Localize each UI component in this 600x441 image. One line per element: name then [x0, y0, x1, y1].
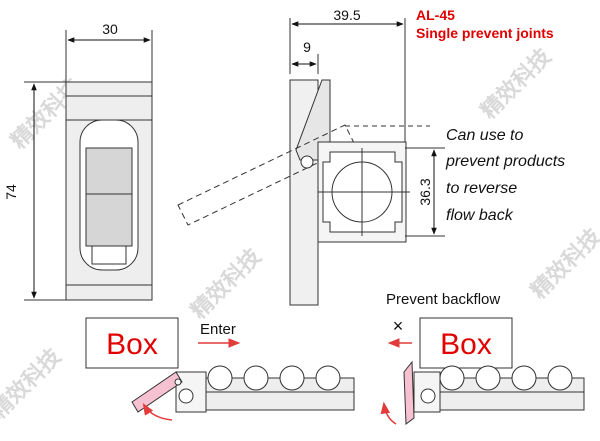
watermark-text: 精效科技 [0, 343, 67, 424]
stopper-lower [85, 193, 133, 247]
box-right [419, 317, 513, 369]
model-title: AL-45 [416, 7, 455, 23]
prevent-backflow-label: Prevent backflow [386, 291, 500, 308]
width-dimension: 30 [102, 21, 118, 37]
flap-upright [295, 79, 331, 161]
scene-prevent [380, 317, 585, 425]
note-line-2: prevent products [445, 153, 565, 170]
flap-pink-tilted [131, 371, 183, 413]
pivot-pin [300, 155, 314, 169]
blocked-cross-icon: × [393, 316, 404, 336]
enter-label: Enter [200, 321, 236, 338]
rotate-arrow-left [142, 402, 173, 421]
scene-enter [85, 317, 355, 421]
stopper-upper [85, 147, 133, 195]
height-dimension: 74 [3, 184, 19, 200]
flap-pink-upright [403, 360, 415, 425]
box-left-label: Box [106, 328, 158, 361]
note-line-4: flow back [446, 207, 514, 224]
front-view [24, 30, 153, 301]
box-right-label: Box [440, 328, 492, 361]
offset-dimension: 9 [303, 39, 311, 55]
note-line-3: to reverse [446, 180, 517, 197]
rotate-arrow-right [380, 401, 397, 425]
watermark-text: 精效科技 [476, 43, 557, 124]
stopper-foot [91, 245, 127, 265]
model-subtitle: Single prevent joints [416, 25, 554, 41]
tube-height-dimension: 36.3 [417, 178, 433, 205]
watermark-text: 精效科技 [526, 223, 600, 304]
side-view [177, 18, 445, 306]
box-left [85, 317, 179, 369]
depth-dimension: 39.5 [333, 7, 360, 23]
watermark-text: 精效科技 [186, 243, 267, 324]
flap-tilted [177, 124, 356, 226]
note-line-1: Can use to [446, 127, 523, 144]
